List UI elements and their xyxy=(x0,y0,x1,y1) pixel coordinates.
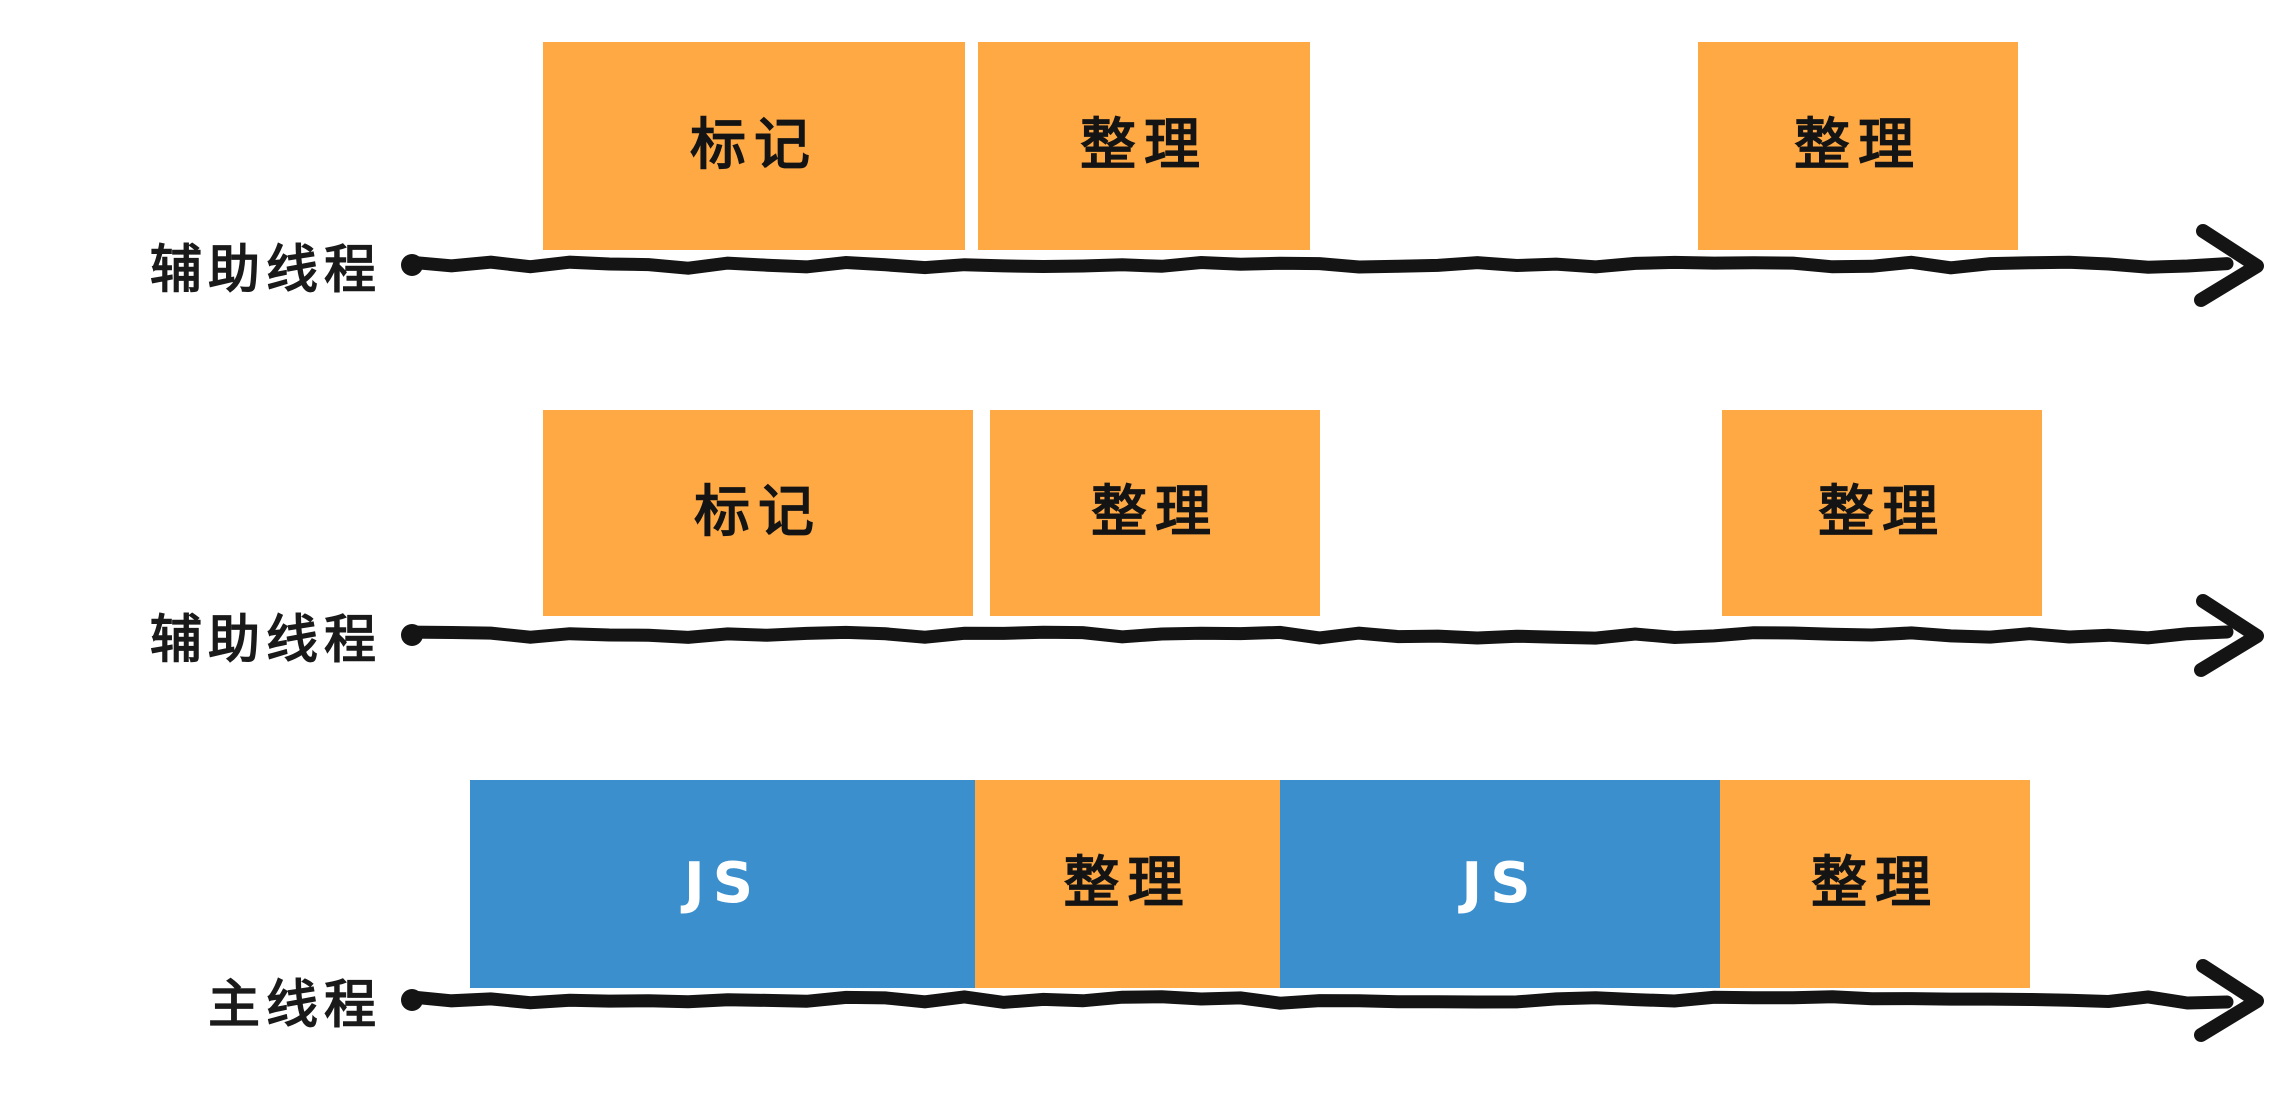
task-block-label: 整理 xyxy=(1080,113,1208,178)
task-block-helper-thread-2-2[interactable]: 整理 xyxy=(1722,410,2042,616)
task-block-label: 整理 xyxy=(1063,851,1192,916)
task-block-helper-thread-1-1[interactable]: 整理 xyxy=(978,42,1310,250)
task-block-main-thread-1[interactable]: 整理 xyxy=(975,780,1280,988)
task-block-label: JS xyxy=(1461,851,1539,916)
axis-start-dot xyxy=(401,989,423,1011)
axis-start-dot xyxy=(401,624,423,646)
axis-arrowhead-icon xyxy=(2194,959,2264,1042)
task-block-main-thread-2[interactable]: JS xyxy=(1280,780,1720,988)
task-block-main-thread-0[interactable]: JS xyxy=(470,780,975,988)
task-block-helper-thread-2-0[interactable]: 标记 xyxy=(543,410,973,616)
axis-line xyxy=(405,990,2234,1010)
axis-line xyxy=(405,625,2234,645)
task-block-label: 整理 xyxy=(1818,480,1946,545)
task-block-helper-thread-1-2[interactable]: 整理 xyxy=(1698,42,2018,250)
axis-line xyxy=(405,255,2234,275)
axis-arrowhead-icon xyxy=(2194,224,2264,307)
task-block-label: 整理 xyxy=(1091,480,1219,545)
task-block-label: 标记 xyxy=(694,480,822,545)
task-block-label: JS xyxy=(683,851,762,916)
axis-start-dot xyxy=(401,254,423,276)
task-block-helper-thread-1-0[interactable]: 标记 xyxy=(543,42,965,250)
axis-arrowhead-icon xyxy=(2194,594,2264,677)
task-block-label: 整理 xyxy=(1811,851,1939,916)
task-block-helper-thread-2-1[interactable]: 整理 xyxy=(990,410,1320,616)
task-block-main-thread-3[interactable]: 整理 xyxy=(1720,780,2030,988)
track-label-helper-thread-2: 辅助线程 xyxy=(149,610,382,671)
task-block-label: 整理 xyxy=(1794,113,1922,178)
track-label-helper-thread-1: 辅助线程 xyxy=(149,240,382,301)
track-label-main-thread: 主线程 xyxy=(207,975,382,1036)
task-block-label: 标记 xyxy=(690,113,818,178)
